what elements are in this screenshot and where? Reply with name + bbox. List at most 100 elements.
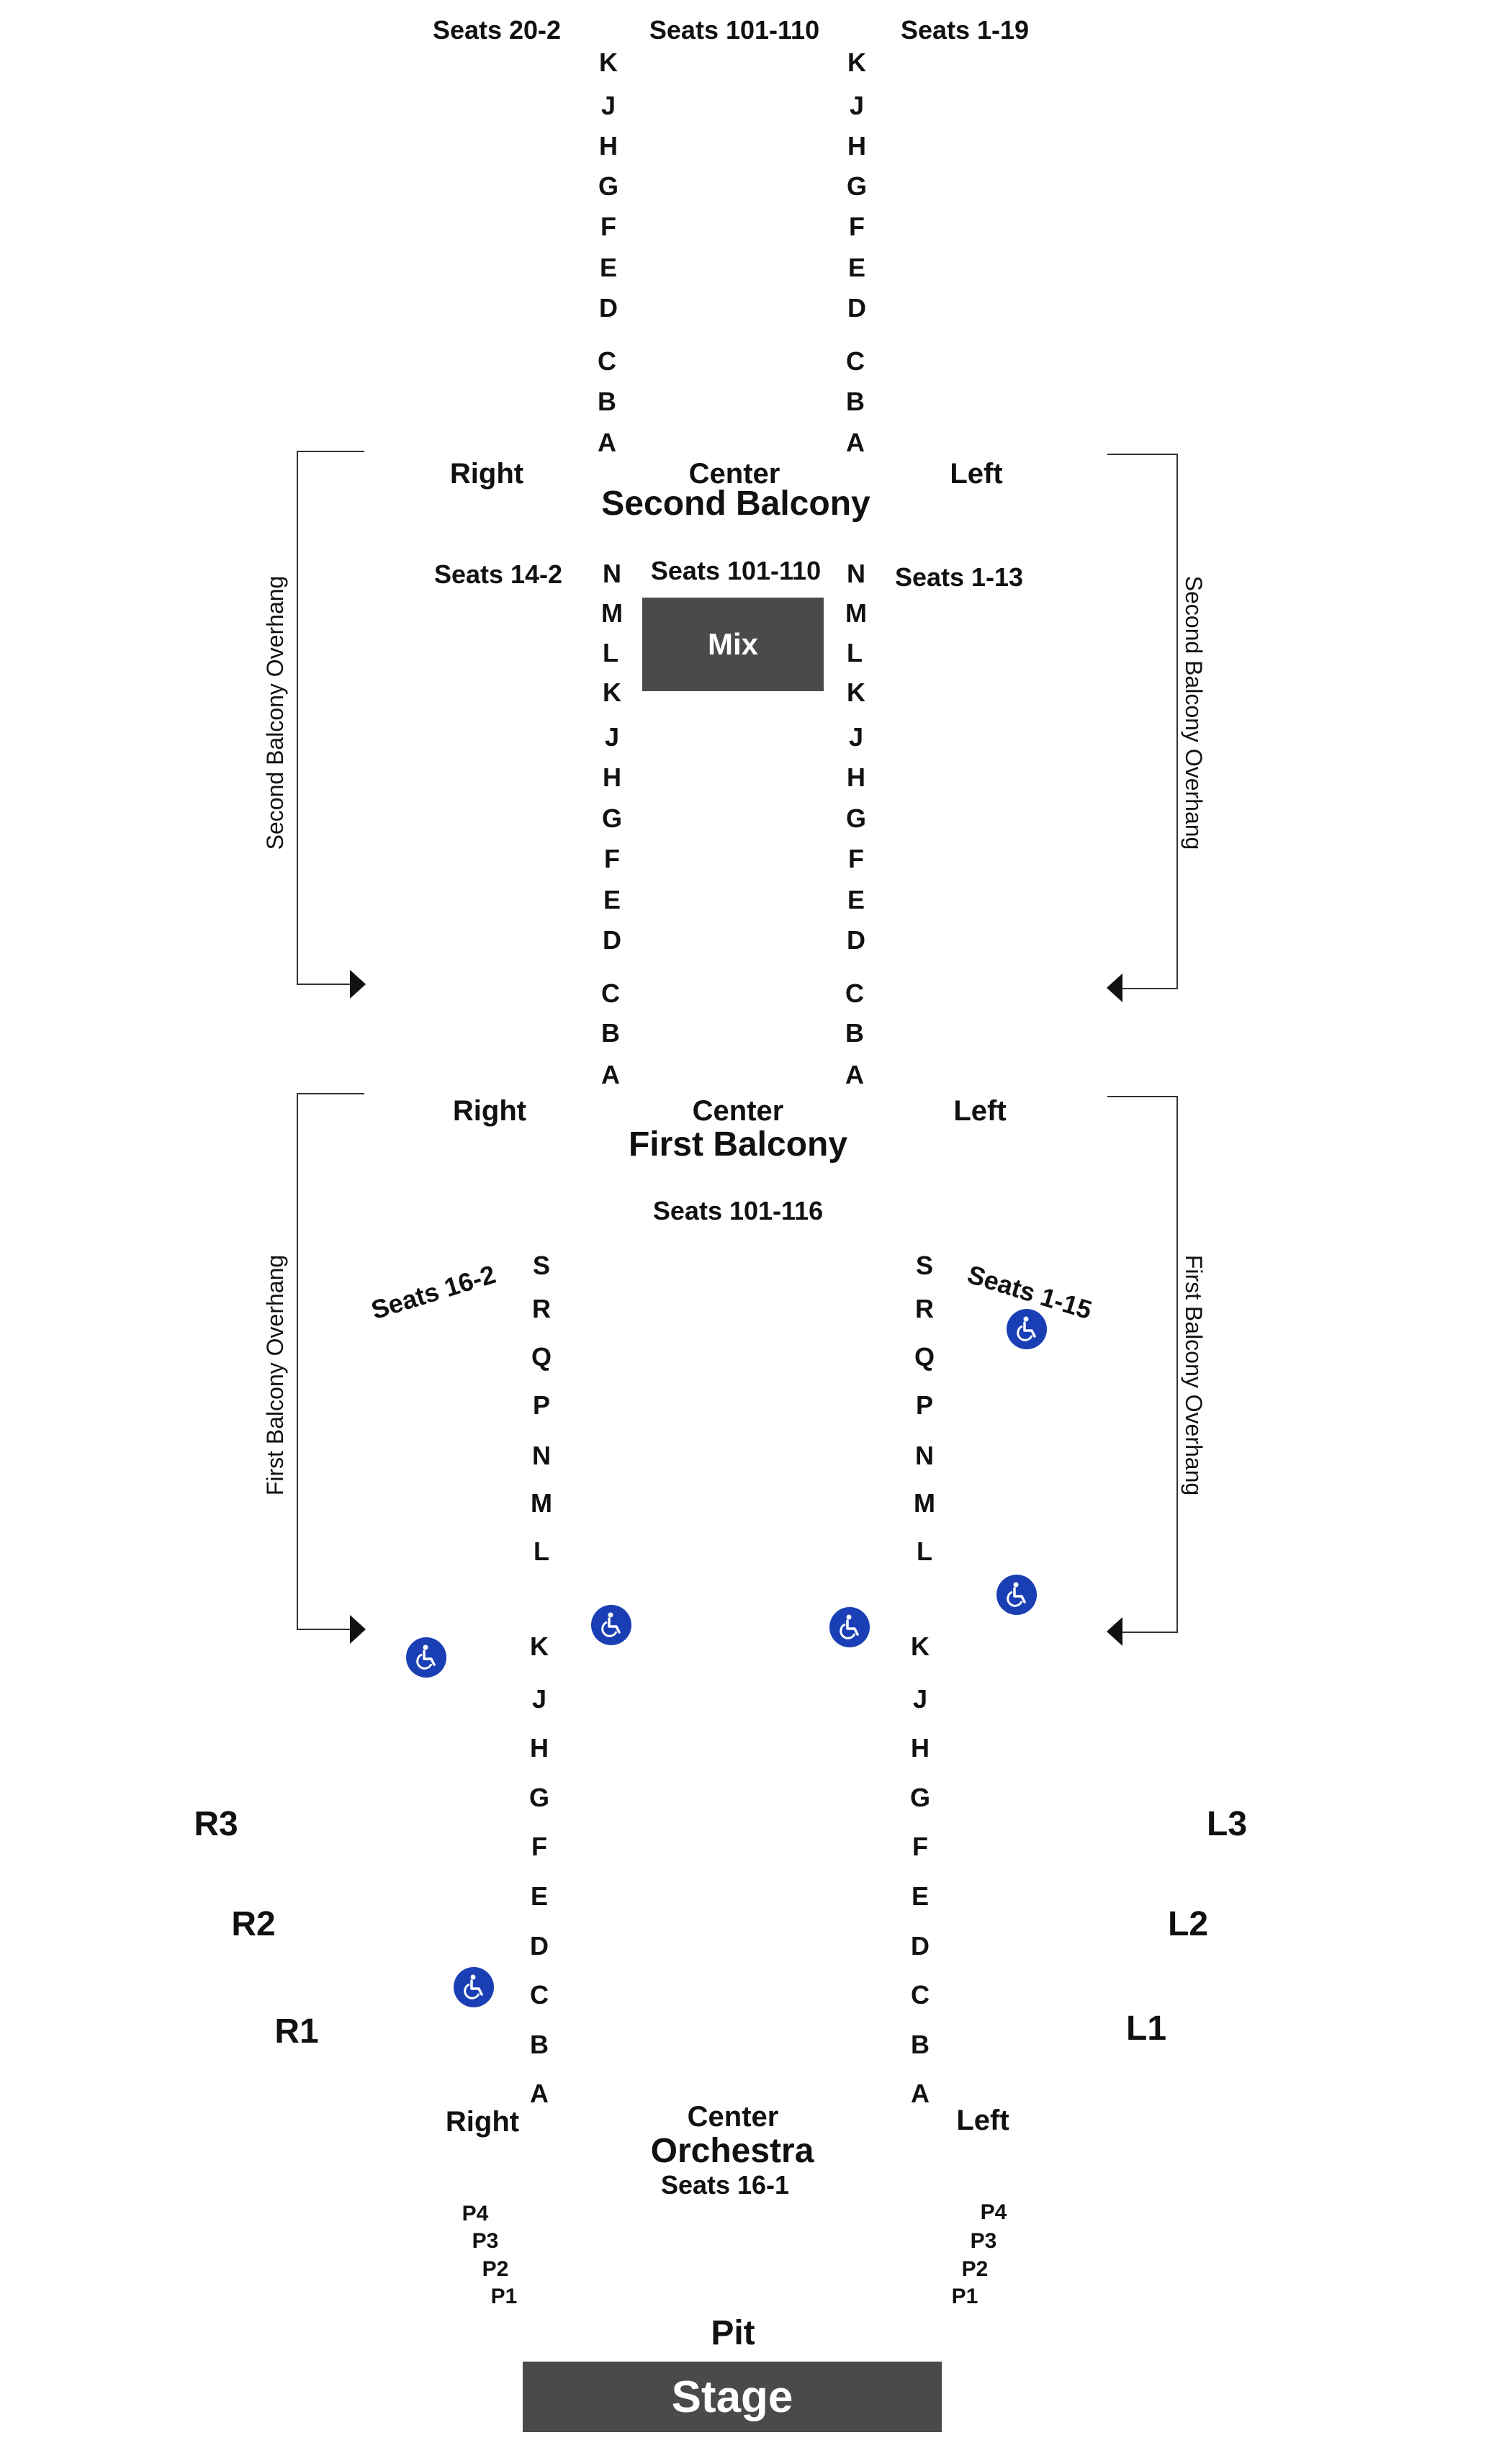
- row-label[interactable]: E: [603, 885, 621, 914]
- pit-row[interactable]: P2: [482, 2257, 509, 2281]
- row-label[interactable]: K: [847, 48, 866, 77]
- row-label[interactable]: D: [603, 925, 621, 955]
- row-label[interactable]: S: [915, 1251, 934, 1280]
- wheelchair-icon[interactable]: [829, 1607, 870, 1647]
- row-label[interactable]: M: [531, 1488, 552, 1518]
- row-label[interactable]: F: [600, 212, 616, 241]
- row-label[interactable]: H: [599, 131, 618, 161]
- row-label[interactable]: M: [914, 1488, 935, 1518]
- row-label[interactable]: K: [847, 678, 865, 707]
- row-label[interactable]: F: [849, 212, 865, 241]
- wheelchair-icon[interactable]: [454, 1967, 494, 2007]
- row-label[interactable]: Q: [531, 1342, 552, 1372]
- box-l2[interactable]: L2: [1167, 1905, 1209, 1943]
- row-label[interactable]: C: [530, 1980, 549, 2010]
- row-label[interactable]: G: [598, 171, 619, 201]
- row-label[interactable]: G: [846, 171, 868, 201]
- row-label[interactable]: G: [601, 804, 623, 833]
- row-label[interactable]: G: [909, 1783, 931, 1812]
- row-label[interactable]: N: [847, 559, 865, 588]
- wheelchair-icon[interactable]: [406, 1637, 446, 1678]
- row-label[interactable]: D: [911, 1931, 930, 1961]
- row-label[interactable]: B: [601, 1018, 620, 1048]
- row-label[interactable]: C: [846, 346, 865, 376]
- row-label[interactable]: N: [532, 1441, 551, 1470]
- row-label[interactable]: A: [530, 2079, 549, 2108]
- pit-row[interactable]: P2: [961, 2257, 989, 2281]
- row-label[interactable]: C: [598, 346, 616, 376]
- row-label[interactable]: F: [848, 844, 864, 873]
- row-label[interactable]: D: [530, 1931, 549, 1961]
- row-label[interactable]: G: [845, 804, 867, 833]
- box-r1[interactable]: R1: [274, 2012, 319, 2051]
- row-label[interactable]: E: [599, 253, 618, 282]
- row-label[interactable]: L: [534, 1536, 549, 1566]
- row-label[interactable]: C: [601, 978, 620, 1008]
- row-label[interactable]: A: [845, 1060, 864, 1089]
- pit-row[interactable]: P3: [970, 2229, 997, 2253]
- row-label[interactable]: J: [600, 91, 616, 120]
- row-label[interactable]: Q: [914, 1342, 935, 1372]
- wheelchair-icon[interactable]: [996, 1575, 1037, 1615]
- row-label[interactable]: G: [528, 1783, 550, 1812]
- box-l3[interactable]: L3: [1206, 1805, 1248, 1843]
- row-label[interactable]: B: [846, 387, 865, 416]
- row-label[interactable]: C: [845, 978, 864, 1008]
- row-label[interactable]: L: [917, 1536, 932, 1566]
- row-label[interactable]: F: [604, 844, 620, 873]
- row-label[interactable]: A: [911, 2079, 930, 2108]
- row-label[interactable]: L: [603, 638, 618, 667]
- row-label[interactable]: N: [915, 1441, 934, 1470]
- pit-row[interactable]: P4: [462, 2202, 489, 2226]
- row-label[interactable]: R: [532, 1294, 551, 1323]
- row-label[interactable]: P: [915, 1390, 934, 1420]
- wheelchair-icon[interactable]: [1007, 1309, 1047, 1349]
- box-l1[interactable]: L1: [1125, 2010, 1167, 2048]
- row-label[interactable]: J: [848, 722, 864, 752]
- row-label[interactable]: L: [847, 638, 863, 667]
- row-label[interactable]: A: [846, 428, 865, 457]
- row-label[interactable]: K: [911, 1632, 930, 1661]
- row-label[interactable]: C: [911, 1980, 930, 2010]
- pit-row[interactable]: P3: [472, 2229, 499, 2253]
- row-label[interactable]: K: [603, 678, 621, 707]
- row-label[interactable]: E: [530, 1881, 549, 1911]
- row-label[interactable]: A: [598, 428, 616, 457]
- row-label[interactable]: N: [603, 559, 621, 588]
- pit-row[interactable]: P4: [980, 2200, 1007, 2224]
- row-label[interactable]: H: [911, 1733, 930, 1763]
- row-label[interactable]: B: [530, 2030, 549, 2059]
- row-label[interactable]: D: [847, 293, 866, 323]
- row-label[interactable]: B: [598, 387, 616, 416]
- row-label[interactable]: D: [847, 925, 865, 955]
- row-label[interactable]: M: [601, 598, 623, 628]
- pit-row[interactable]: P1: [490, 2285, 518, 2308]
- row-label[interactable]: B: [845, 1018, 864, 1048]
- row-label[interactable]: H: [847, 131, 866, 161]
- row-label[interactable]: S: [532, 1251, 551, 1280]
- box-r2[interactable]: R2: [231, 1905, 276, 1943]
- row-label[interactable]: J: [912, 1684, 928, 1714]
- row-label[interactable]: J: [604, 722, 620, 752]
- pit-row[interactable]: P1: [951, 2285, 978, 2308]
- row-label[interactable]: B: [911, 2030, 930, 2059]
- row-label[interactable]: H: [603, 762, 621, 792]
- row-label[interactable]: H: [530, 1733, 549, 1763]
- row-label[interactable]: E: [847, 253, 866, 282]
- row-label[interactable]: E: [911, 1881, 930, 1911]
- row-label[interactable]: D: [599, 293, 618, 323]
- row-label[interactable]: J: [849, 91, 865, 120]
- row-label[interactable]: H: [847, 762, 865, 792]
- row-label[interactable]: R: [915, 1294, 934, 1323]
- row-label[interactable]: K: [530, 1632, 549, 1661]
- row-label[interactable]: F: [531, 1832, 547, 1861]
- box-r3[interactable]: R3: [194, 1805, 238, 1843]
- row-label[interactable]: P: [532, 1390, 551, 1420]
- row-label[interactable]: K: [599, 48, 618, 77]
- row-label[interactable]: E: [847, 885, 865, 914]
- row-label[interactable]: J: [531, 1684, 547, 1714]
- row-label[interactable]: A: [601, 1060, 620, 1089]
- row-label[interactable]: F: [912, 1832, 928, 1861]
- wheelchair-icon[interactable]: [591, 1605, 631, 1645]
- row-label[interactable]: M: [845, 598, 867, 628]
